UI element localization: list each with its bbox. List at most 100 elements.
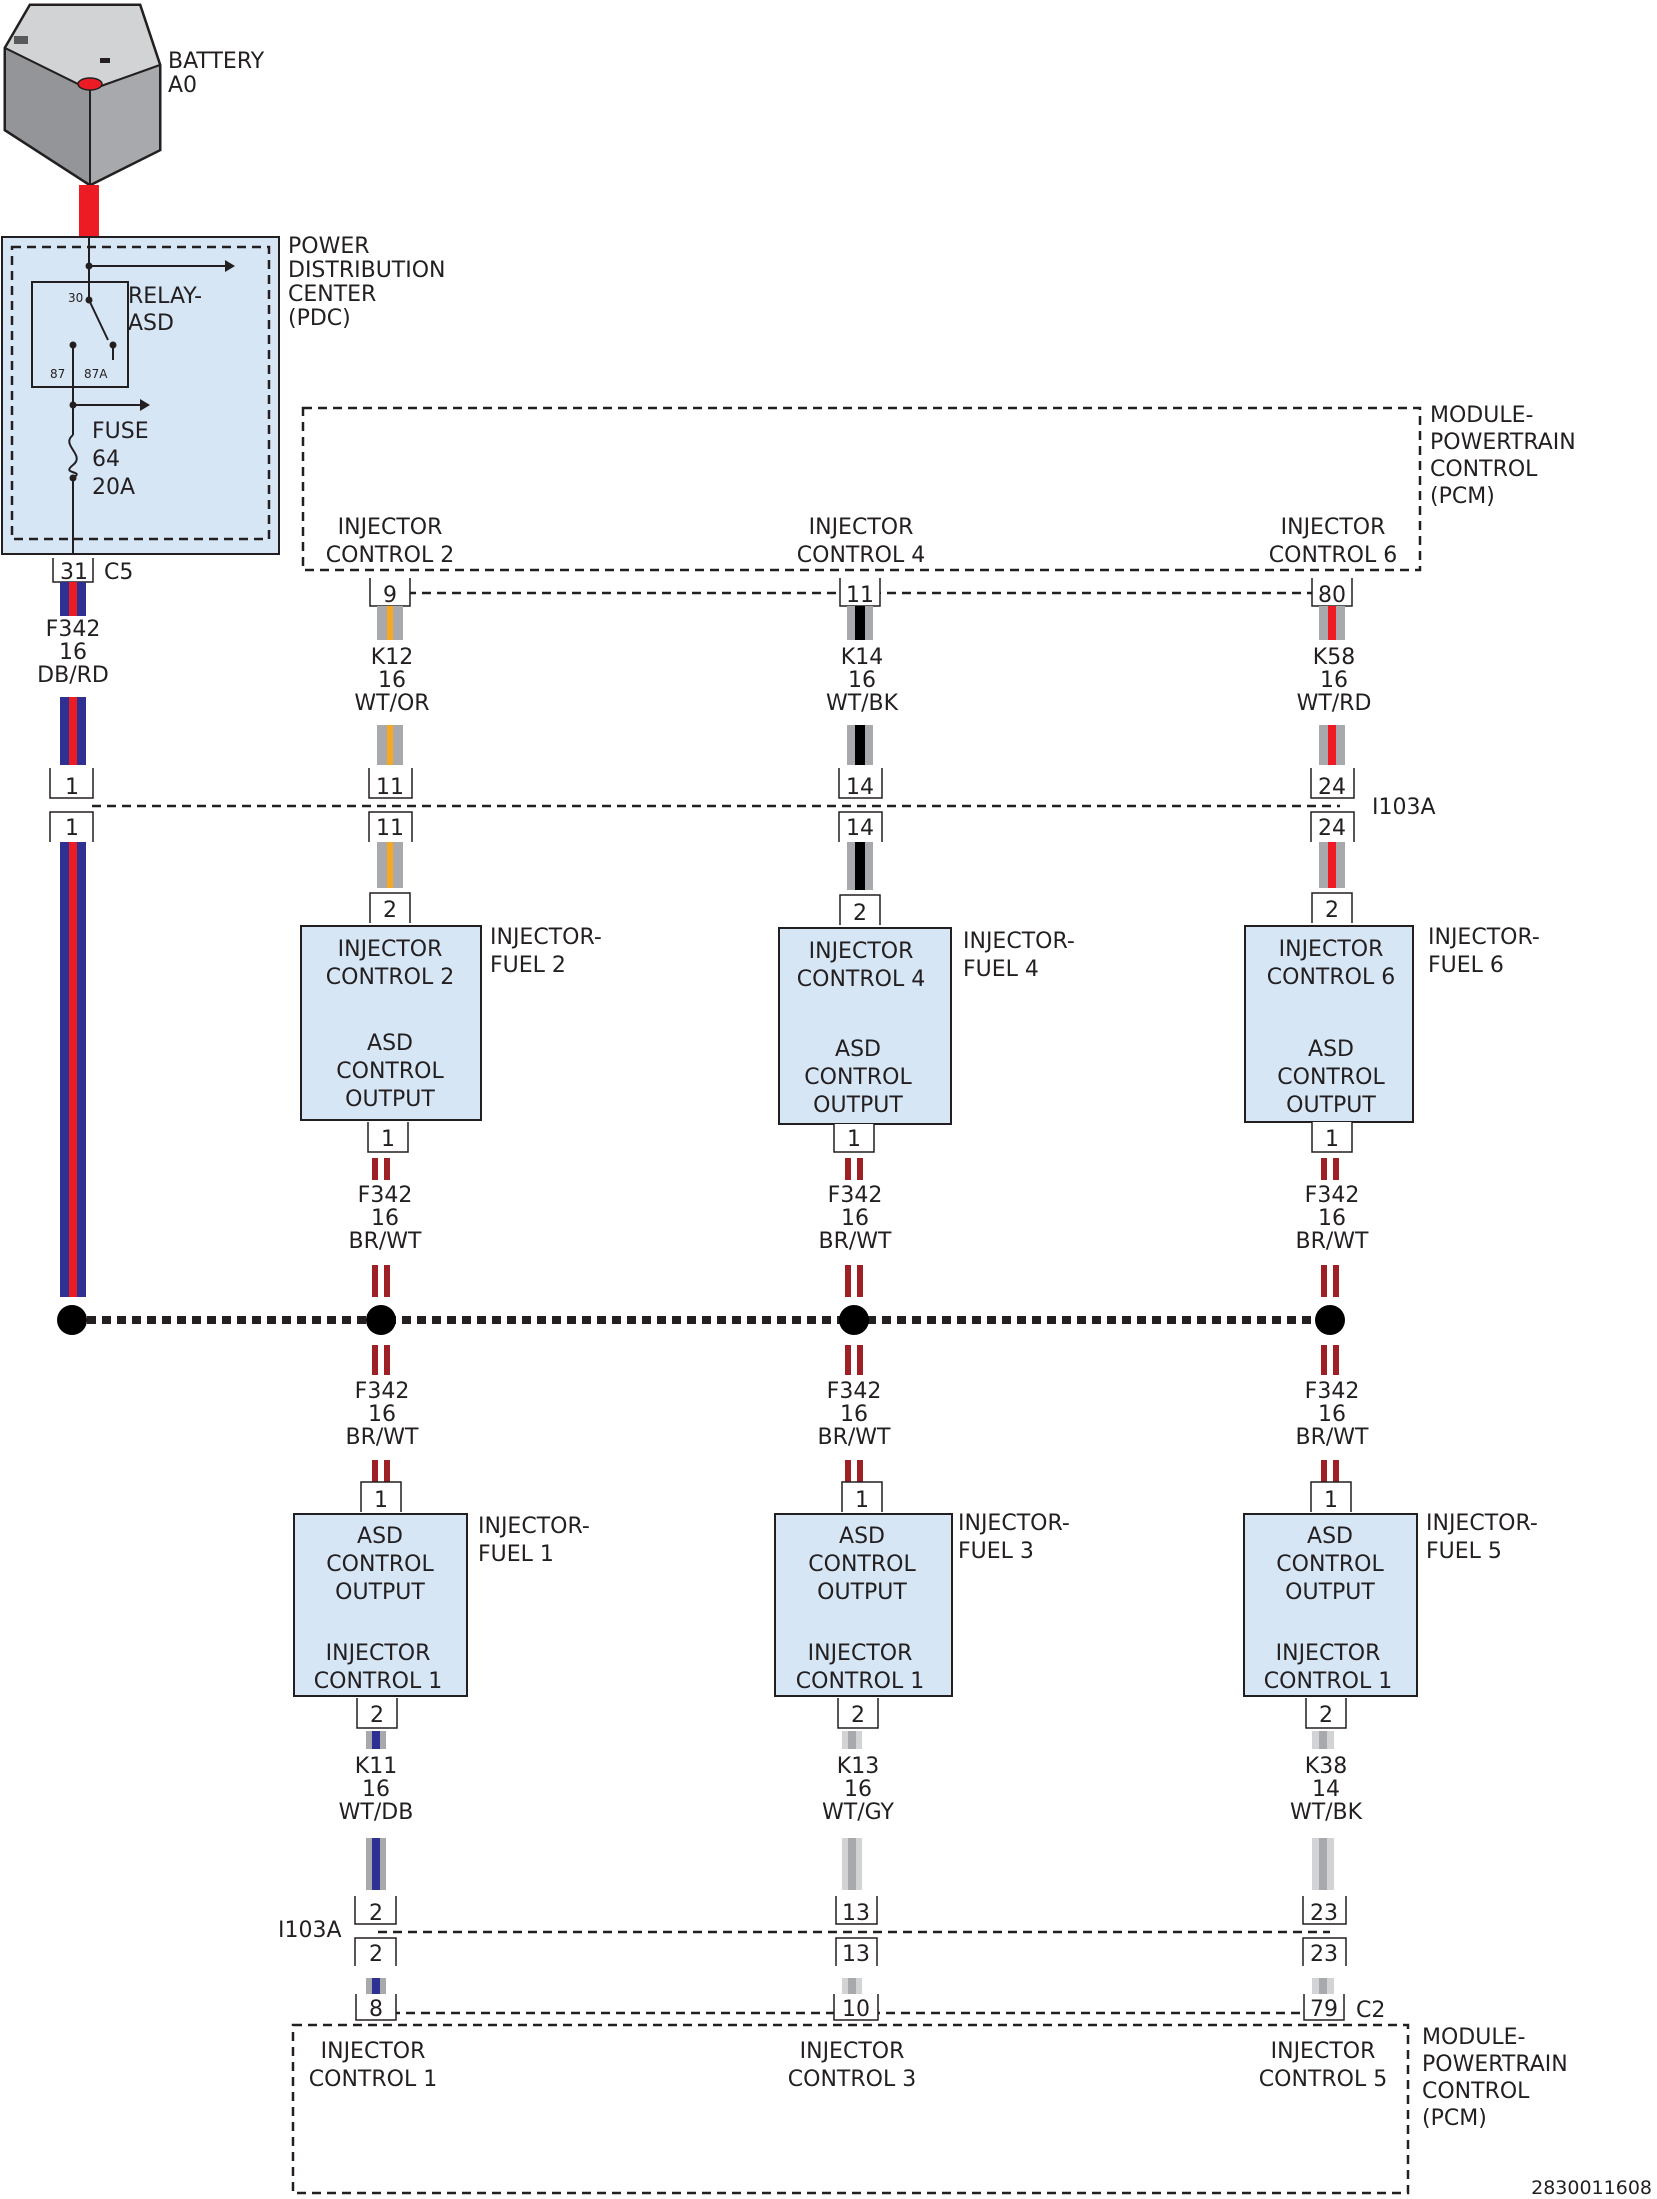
injector-fuel-4 — [778, 927, 952, 1125]
fuse-64 — [68, 434, 78, 479]
brwt-c-dn-color: BR/WT — [1296, 1425, 1370, 1450]
inj5-pin-1: 1 — [1324, 1488, 1338, 1513]
pcm-bottom-label-inj1-1: INJECTOR — [321, 2039, 426, 2064]
k14-color: WT/BK — [826, 691, 899, 716]
inj6-upper-1: INJECTOR — [1279, 937, 1384, 962]
inj6-name-1: INJECTOR- — [1428, 925, 1540, 950]
pcm-top-name-2: POWERTRAIN — [1430, 430, 1576, 455]
brwt-a-up-color: BR/WT — [349, 1229, 423, 1254]
inj2-pin-2: 2 — [383, 898, 397, 923]
inj4-lower-1: ASD — [835, 1037, 881, 1062]
feed-circuit: F342 — [46, 617, 101, 642]
inj1-upper-3: OUTPUT — [335, 1580, 425, 1605]
splice-node — [57, 1305, 87, 1335]
pcm-pin-80: 80 — [1318, 583, 1346, 608]
inj5-upper-2: CONTROL — [1276, 1552, 1384, 1577]
pdc-dashed-outline — [10, 245, 271, 541]
k38-circuit: K38 — [1305, 1754, 1347, 1779]
pcm-top-name-4: (PCM) — [1430, 484, 1495, 509]
splice-node — [839, 1305, 869, 1335]
inj3-lower-2: CONTROL 1 — [796, 1669, 924, 1694]
pcm-bottom-label-inj1-2: CONTROL 1 — [309, 2067, 437, 2092]
brwt-b-up-circuit: F342 — [828, 1183, 883, 1208]
inj4-lower-2: CONTROL — [804, 1065, 912, 1090]
relay-switch-contact — [88, 299, 109, 341]
feed-wire-upper — [60, 582, 86, 765]
i103a-pin-24-bottom: 24 — [1318, 816, 1346, 841]
i103a-pin-1-top: 1 — [65, 775, 79, 800]
i103a-pin-13-top: 13 — [842, 1901, 870, 1926]
pcm-pin-10: 10 — [842, 1997, 870, 2022]
inj2-name-2: FUEL 2 — [490, 953, 566, 978]
i103a-pin-2-top: 2 — [369, 1901, 383, 1926]
injector-fuel-1 — [293, 1513, 468, 1697]
brwt-c-up-color: BR/WT — [1296, 1229, 1370, 1254]
pcm-bottom-name-3: CONTROL — [1422, 2079, 1530, 2104]
wire-k14 — [847, 606, 873, 890]
inj3-name-2: FUEL 3 — [958, 1539, 1034, 1564]
fuse-label-2: 64 — [92, 447, 120, 472]
battery-icon — [3, 3, 162, 187]
fuse-label-3: 20A — [92, 475, 135, 500]
pcm-pin-9: 9 — [383, 583, 397, 608]
i103a-pin-13-bottom: 13 — [842, 1942, 870, 1967]
brwt-b-dn-circuit: F342 — [827, 1379, 882, 1404]
inj5-lower-1: INJECTOR — [1276, 1641, 1381, 1666]
figure-reference: 2830011608 — [1531, 2177, 1652, 2199]
inj6-pin-2: 2 — [1325, 898, 1339, 923]
inj6-name-2: FUEL 6 — [1428, 953, 1504, 978]
inj3-pin-2: 2 — [851, 1703, 865, 1728]
relay-pin-87a: 87A — [84, 367, 108, 381]
fuse-label-1: FUSE — [92, 419, 149, 444]
inj5-lower-2: CONTROL 1 — [1264, 1669, 1392, 1694]
pcm-bottom-label-inj5-2: CONTROL 5 — [1259, 2067, 1387, 2092]
splice-node — [1315, 1305, 1345, 1335]
battery-id: A0 — [168, 73, 197, 98]
i103a-pin-14-top: 14 — [846, 775, 874, 800]
brwt-a-up-circuit: F342 — [358, 1183, 413, 1208]
inj3-upper-3: OUTPUT — [817, 1580, 907, 1605]
inj6-lower-1: ASD — [1308, 1037, 1354, 1062]
brwt-c-up-circuit: F342 — [1305, 1183, 1360, 1208]
relay-label-1: RELAY- — [128, 284, 202, 309]
pcm-pin-8: 8 — [369, 1997, 383, 2022]
c2-name: C2 — [1356, 1998, 1385, 2023]
inj3-upper-1: ASD — [839, 1524, 885, 1549]
inj1-pin-1: 1 — [374, 1488, 388, 1513]
pcm-top-name-3: CONTROL — [1430, 457, 1538, 482]
injector-fuel-5 — [1243, 1513, 1418, 1697]
inj2-lower-3: OUTPUT — [345, 1087, 435, 1112]
inj5-upper-3: OUTPUT — [1285, 1580, 1375, 1605]
inj2-upper-1: INJECTOR — [338, 937, 443, 962]
inj2-lower-1: ASD — [367, 1031, 413, 1056]
pcm-top-label-inj6-1: INJECTOR — [1281, 515, 1386, 540]
pcm-bottom-name-4: (PCM) — [1422, 2106, 1487, 2131]
injector-fuel-6 — [1244, 925, 1414, 1123]
i103a-pin-14-bottom: 14 — [846, 816, 874, 841]
injector-fuel-3 — [774, 1513, 953, 1697]
inj1-name-2: FUEL 1 — [478, 1542, 554, 1567]
inj4-pin-2: 2 — [853, 901, 867, 926]
splice-node — [366, 1305, 396, 1335]
pcm-top-label-inj2-2: CONTROL 2 — [326, 543, 454, 568]
inj2-upper-2: CONTROL 2 — [326, 965, 454, 990]
brwt-c-dn-circuit: F342 — [1305, 1379, 1360, 1404]
relay-pin-87: 87 — [50, 367, 65, 381]
inj5-pin-2: 2 — [1319, 1703, 1333, 1728]
wire-k58 — [1319, 606, 1345, 888]
relay-pin-30: 30 — [68, 291, 83, 305]
inj4-pin-1: 1 — [847, 1127, 861, 1152]
injector-fuel-2 — [300, 925, 482, 1121]
battery-name: BATTERY — [168, 49, 265, 74]
inj4-upper-1: INJECTOR — [809, 939, 914, 964]
inj6-upper-2: CONTROL 6 — [1267, 965, 1395, 990]
i103a-pin-11-top: 11 — [376, 775, 404, 800]
inj6-lower-2: CONTROL — [1277, 1065, 1385, 1090]
c5-name: C5 — [104, 560, 133, 585]
brwt-b-dn-color: BR/WT — [818, 1425, 892, 1450]
brwt-b-dn-gauge: 16 — [840, 1402, 868, 1427]
feed-gauge: 16 — [59, 640, 87, 665]
inj6-lower-3: OUTPUT — [1286, 1093, 1376, 1118]
k38-gauge: 14 — [1312, 1777, 1340, 1802]
